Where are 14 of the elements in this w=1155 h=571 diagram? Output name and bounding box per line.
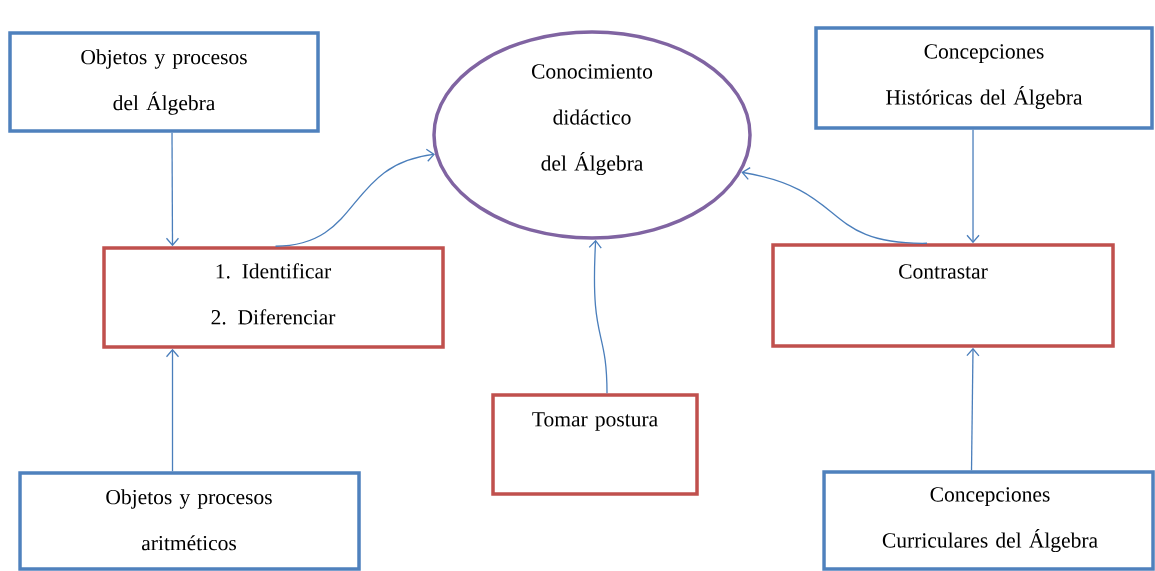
process-box: Tomar postura <box>491 393 699 496</box>
process-box: Objetos y procesos del Álgebra <box>8 31 320 133</box>
arrow <box>165 348 180 472</box>
arrow <box>741 166 928 244</box>
process-box: Concepciones Históricas del Álgebra <box>814 26 1154 130</box>
arrow <box>966 347 980 471</box>
arrow <box>165 132 180 247</box>
process-box: 1. Identificar 2. Diferenciar <box>102 246 445 349</box>
arrow <box>588 239 608 394</box>
process-box: Objetos y procesos aritméticos <box>18 471 361 571</box>
arrow <box>274 148 435 247</box>
process-box: Concepciones Curriculares del Álgebra <box>822 470 1155 571</box>
process-box: Contrastar <box>771 243 1115 348</box>
arrow <box>966 129 980 244</box>
